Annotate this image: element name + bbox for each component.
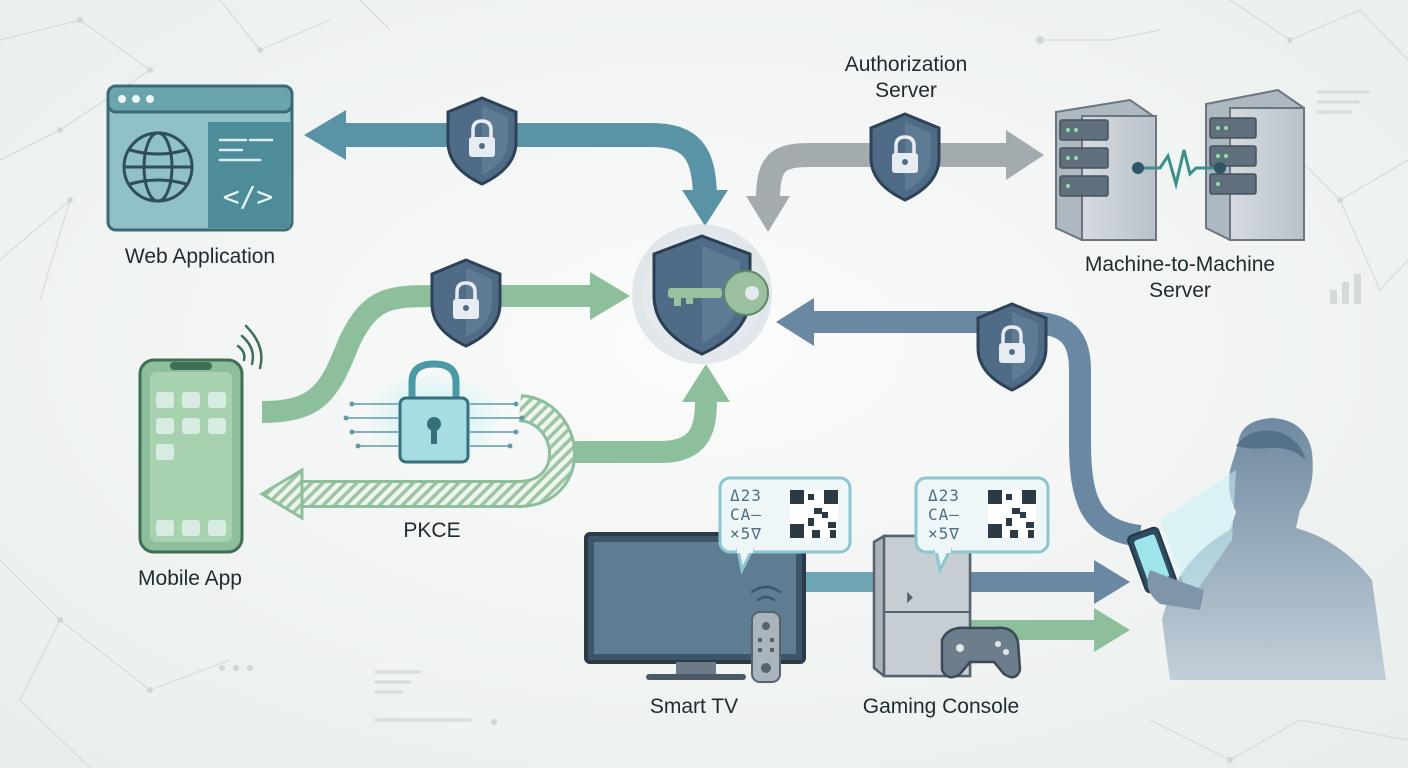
console-brand-glyph: ⏵: [906, 590, 913, 606]
flow-mobile-to-auth: [261, 272, 630, 423]
console-code-row-2: CA–: [928, 505, 960, 524]
gaming-console-icon: ⏵: [872, 534, 1022, 679]
m2m-heartbeat-link-icon: [1132, 149, 1226, 190]
authorization-server-label-line2: Server: [875, 79, 937, 102]
flow-auth-m2m: [746, 130, 1044, 232]
m2m-server-rack-left-icon: [1055, 98, 1157, 241]
m2m-label-line2: Server: [1149, 279, 1211, 302]
tv-code-row-1: Δ23: [730, 486, 762, 505]
machine-to-machine-server-label: Machine-to-Machine Server: [1060, 252, 1300, 304]
web-application-label: Web Application: [124, 245, 276, 268]
web-application-icon: </>: [106, 84, 294, 232]
console-device-code: Δ23 CA– ×5∇: [928, 486, 984, 543]
console-qr-code-icon: [988, 490, 1036, 538]
user-with-phone-icon: [1127, 418, 1386, 680]
pkce-lock-icon: [343, 360, 525, 466]
flow-pkce-to-auth: [560, 364, 730, 463]
console-code-row-3: ×5∇: [928, 524, 960, 543]
pkce-label: PKCE: [403, 519, 461, 542]
flow-pkce-to-mobile: [259, 394, 576, 521]
tv-device-code: Δ23 CA– ×5∇: [730, 486, 786, 543]
mobile-app-label: Mobile App: [138, 567, 242, 590]
m2m-label-line1: Machine-to-Machine: [1084, 253, 1276, 276]
shield-lock-icon-device: [976, 302, 1048, 392]
shield-lock-icon-auth: [869, 112, 941, 202]
gaming-console-code-bubble: [914, 476, 1050, 575]
m2m-server-rack-right-icon: [1205, 88, 1305, 242]
console-code-row-1: Δ23: [928, 486, 960, 505]
tv-code-row-2: CA–: [730, 505, 762, 524]
tv-code-row-3: ×5∇: [730, 524, 762, 543]
smart-tv-label: Smart TV: [649, 695, 739, 718]
background-text-lines: [374, 90, 1370, 722]
tv-qr-code-icon: [790, 490, 838, 538]
flow-auth-to-web-app: [304, 110, 728, 226]
mobile-app-icon: [138, 324, 263, 554]
shield-lock-icon-web: [446, 96, 518, 186]
shield-lock-icon-mobile: [430, 258, 502, 348]
svg-text:</>: </>: [223, 180, 274, 213]
gaming-console-label: Gaming Console: [862, 695, 1020, 718]
authorization-server-label: Authorization Server: [806, 52, 1006, 104]
smart-tv-code-bubble: [718, 476, 852, 575]
smart-tv-icon: [584, 532, 806, 683]
authorization-server-shield-icon: [632, 224, 772, 364]
background-bar-icon: [1330, 274, 1361, 304]
background-nodes: [57, 17, 1343, 763]
authorization-server-label-line1: Authorization: [844, 53, 968, 76]
